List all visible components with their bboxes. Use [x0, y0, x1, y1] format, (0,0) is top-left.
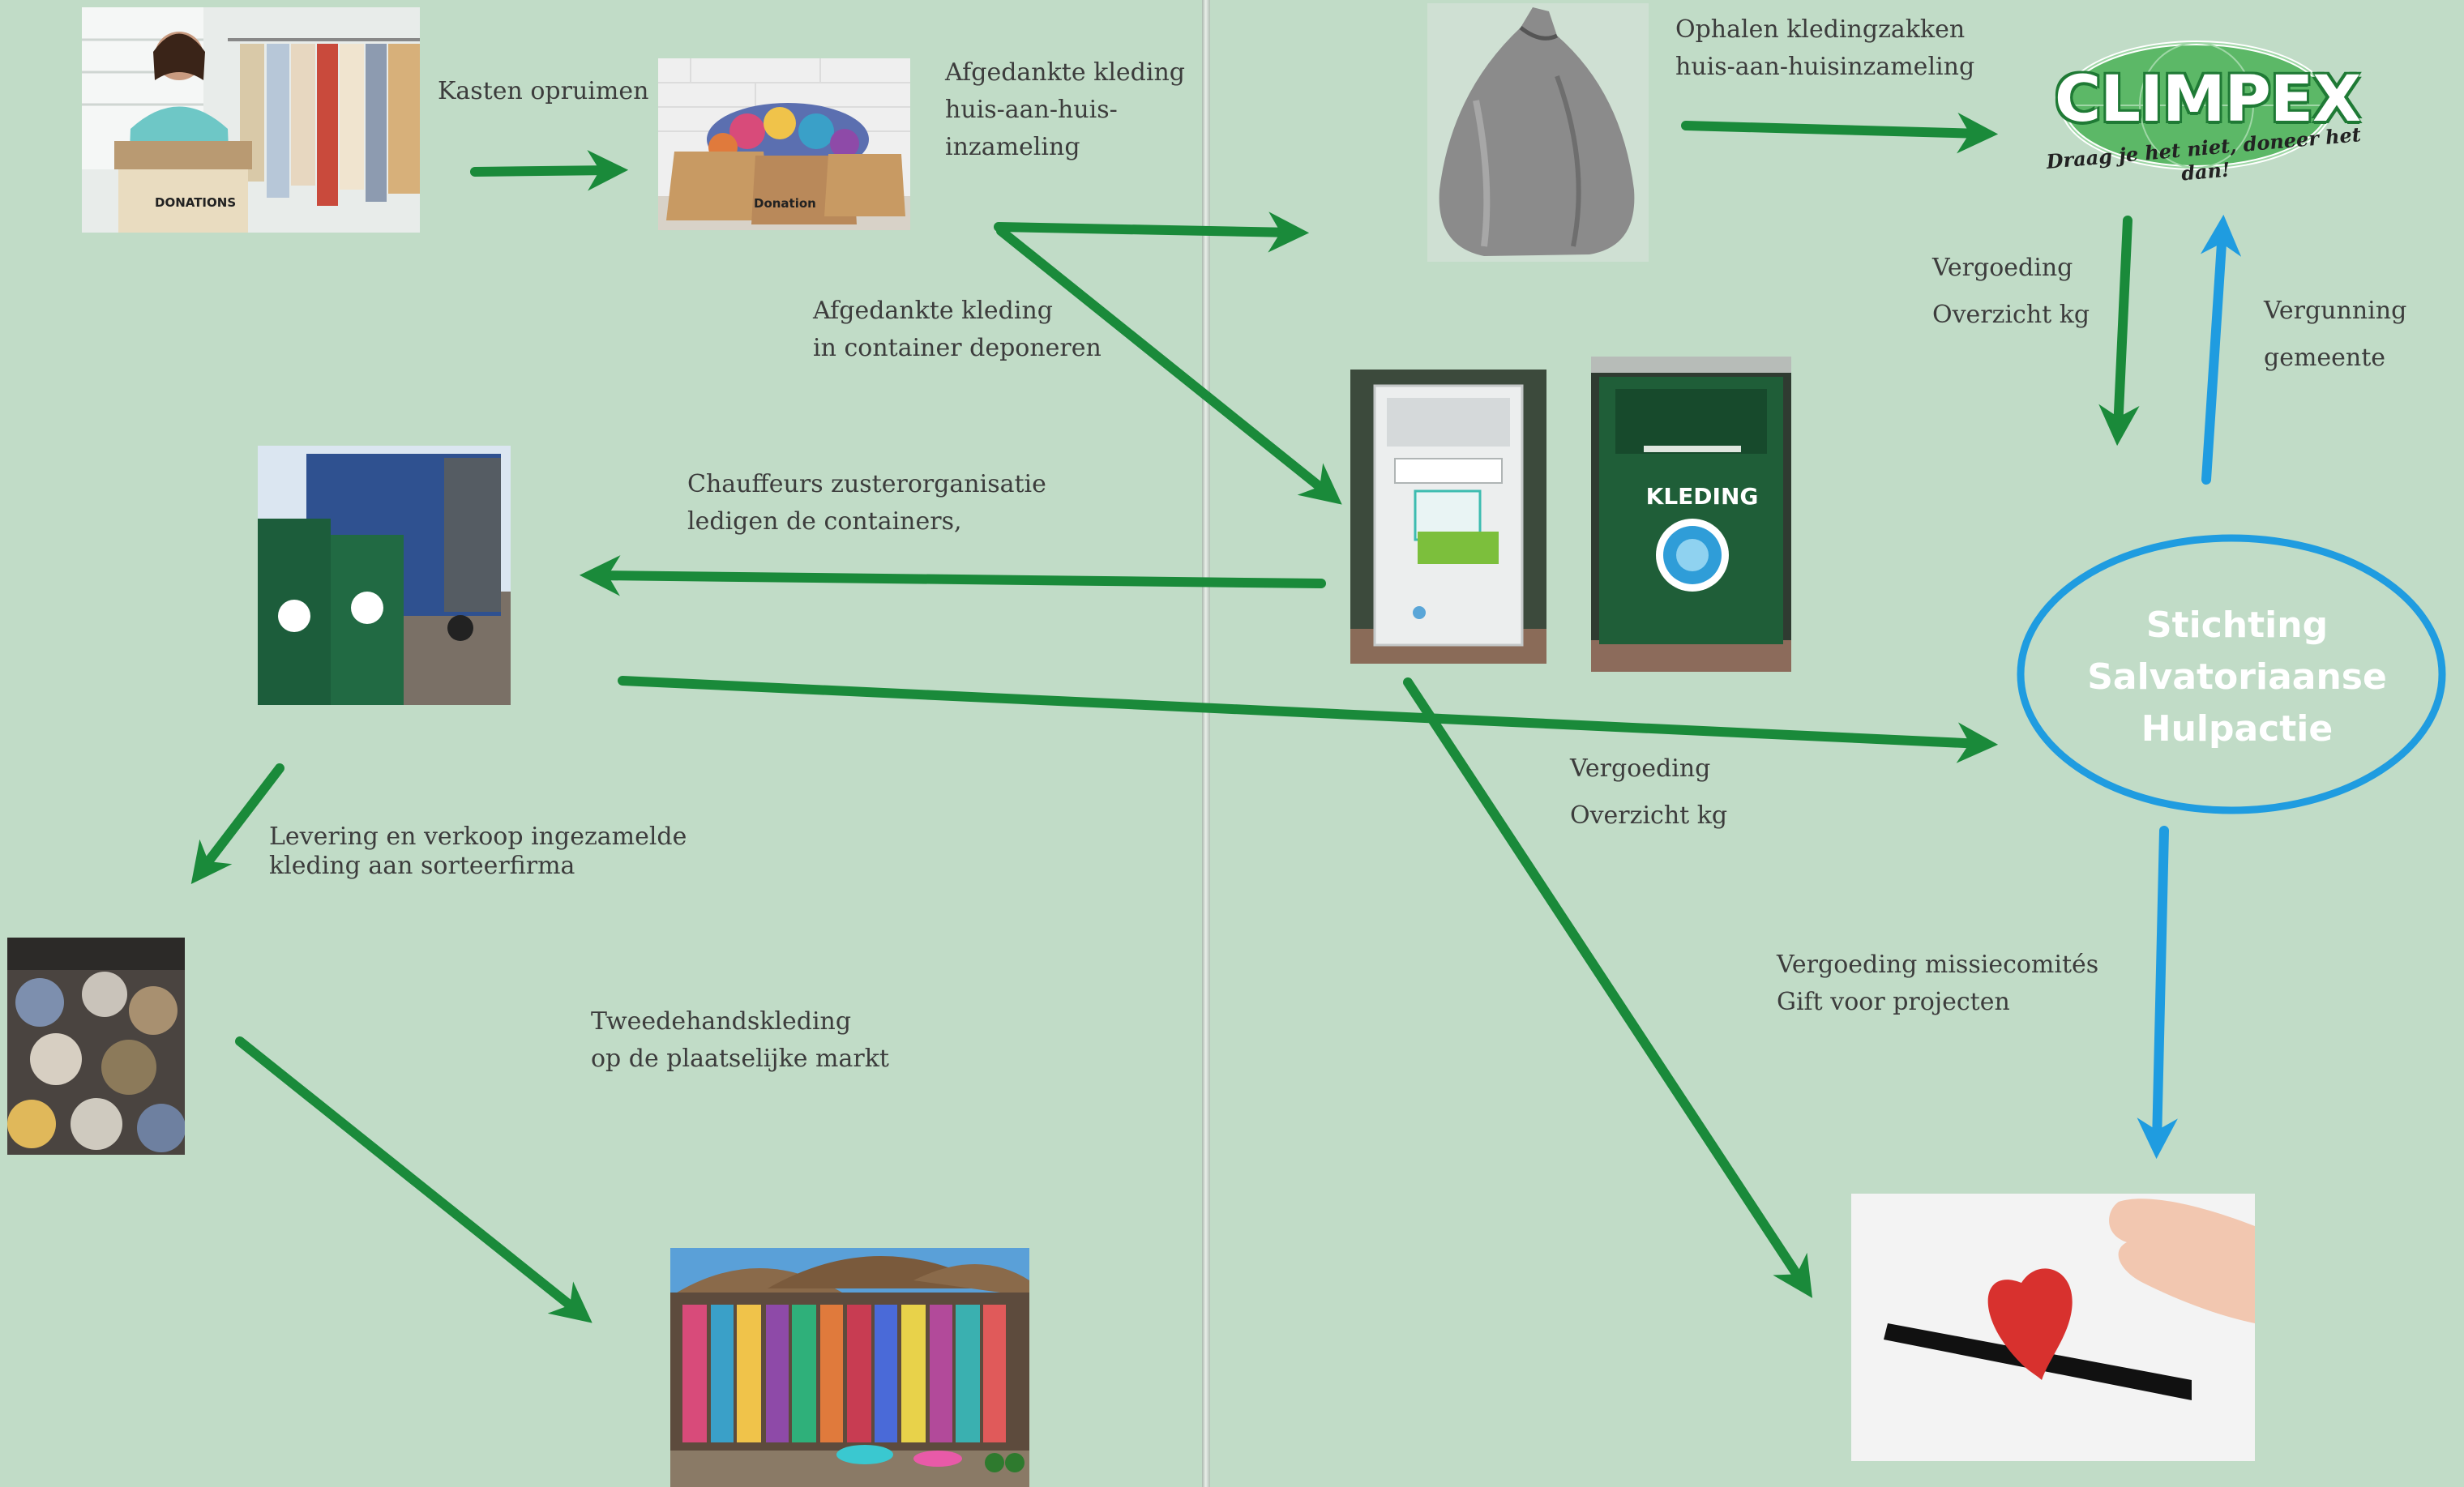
arrow-truck-to-stichting: [618, 676, 1999, 763]
arrow-container-to-truck: [579, 555, 1326, 596]
page-divider: [1202, 0, 1210, 1487]
stichting-line-3: Hulpactie: [2141, 708, 2334, 750]
arrow-stichting-to-climpex: [2200, 214, 2242, 485]
label-line: Gift voor projecten: [1777, 988, 2010, 1016]
label-line: op de plaatselijke markt: [591, 1045, 889, 1073]
label-line: Vergoeding: [1932, 254, 2073, 282]
garbage-bag-photo: [1427, 3, 1649, 262]
label-vergunning: Vergunning gemeente: [2264, 288, 2406, 382]
label-line: Overzicht kg: [1932, 301, 2090, 329]
label-line: Tweedehandskleding: [591, 1007, 852, 1036]
stichting-line-2: Salvatoriaanse: [2087, 656, 2387, 698]
label-levering: Levering en verkoop ingezamelde kleding …: [269, 823, 687, 881]
label-chauffeurs: Chauffeurs zusterorganisatie ledigen de …: [687, 466, 1046, 541]
arrow-bag-to-climpex: [1681, 112, 1999, 154]
donation-boxes-photo: Donation: [658, 58, 910, 230]
heart-donation-photo: [1851, 1194, 2255, 1461]
label-line: Levering en verkoop ingezamelde: [269, 823, 687, 851]
label-line: Kasten opruimen: [438, 77, 649, 105]
stichting-line-1: Stichting: [2145, 605, 2329, 646]
label-line: huis-aan-huisinzameling: [1675, 53, 1975, 81]
closet-photo: DONATIONS: [82, 7, 420, 233]
arrow-kasten-to-boxes: [470, 150, 629, 191]
arrow-truck-to-sorting: [190, 763, 284, 885]
donations-box-label: DONATIONS: [155, 195, 237, 210]
arrow-container-to-heart: [1403, 677, 1813, 1298]
climpex-name: CLIMPEX: [2055, 63, 2361, 136]
label-line: Afgedankte kleding: [945, 58, 1185, 87]
label-line: Vergoeding: [1570, 754, 1711, 783]
label-line: Afgedankte kleding: [813, 297, 1053, 325]
label-line: Ophalen kledingzakken: [1675, 15, 1966, 44]
label-line: huis-aan-huis-: [945, 96, 1118, 124]
stichting-oval: [2017, 534, 2446, 814]
kleding-container-label: KLEDING: [1645, 483, 1759, 510]
arrow-boxes-to-bag: [994, 212, 1310, 253]
label-missie: Vergoeding missiecomités Gift voor proje…: [1777, 946, 2098, 1021]
label-line: kleding aan sorteerfirma: [269, 852, 575, 880]
green-kleding-container-photo: [1591, 357, 1791, 672]
market-photo: [670, 1248, 1029, 1487]
label-vergoeding-container: Vergoeding Overzicht kg: [1570, 746, 1727, 840]
stichting-label: Stichting Salvatoriaanse Hulpactie: [2026, 600, 2448, 755]
label-kasten: Kasten opruimen: [438, 73, 648, 110]
label-line: Vergoeding missiecomités: [1777, 951, 2099, 979]
label-afgedankt-container: Afgedankte kleding in container deponere…: [813, 293, 1102, 367]
label-line: ledigen de containers,: [687, 507, 962, 536]
arrow-climpex-to-stichting: [2098, 216, 2140, 447]
arrow-stichting-to-heart: [2137, 826, 2178, 1160]
label-line: in container deponeren: [813, 334, 1102, 362]
donation-box-label: Donation: [754, 196, 816, 211]
label-ophalen: Ophalen kledingzakken huis-aan-huisinzam…: [1675, 11, 1974, 86]
white-container-photo: [1350, 370, 1546, 664]
label-line: Overzicht kg: [1570, 801, 1728, 830]
truck-photo: [258, 446, 511, 705]
climpex-logo: [2026, 32, 2367, 194]
label-line: inzameling: [945, 133, 1080, 161]
sorting-company-photo: [7, 938, 185, 1155]
label-line: Chauffeurs zusterorganisatie: [687, 470, 1046, 498]
arrow-sorting-to-market: [235, 1036, 592, 1323]
label-afgedankt-huis: Afgedankte kleding huis-aan-huis- inzame…: [945, 54, 1185, 166]
label-vergoeding-climpex: Vergoeding Overzicht kg: [1932, 245, 2090, 339]
label-tweedehands: Tweedehandskleding op de plaatselijke ma…: [591, 1003, 889, 1078]
arrow-boxes-to-container: [996, 226, 1342, 505]
label-line: Vergunning: [2264, 297, 2407, 325]
label-line: gemeente: [2264, 344, 2386, 372]
